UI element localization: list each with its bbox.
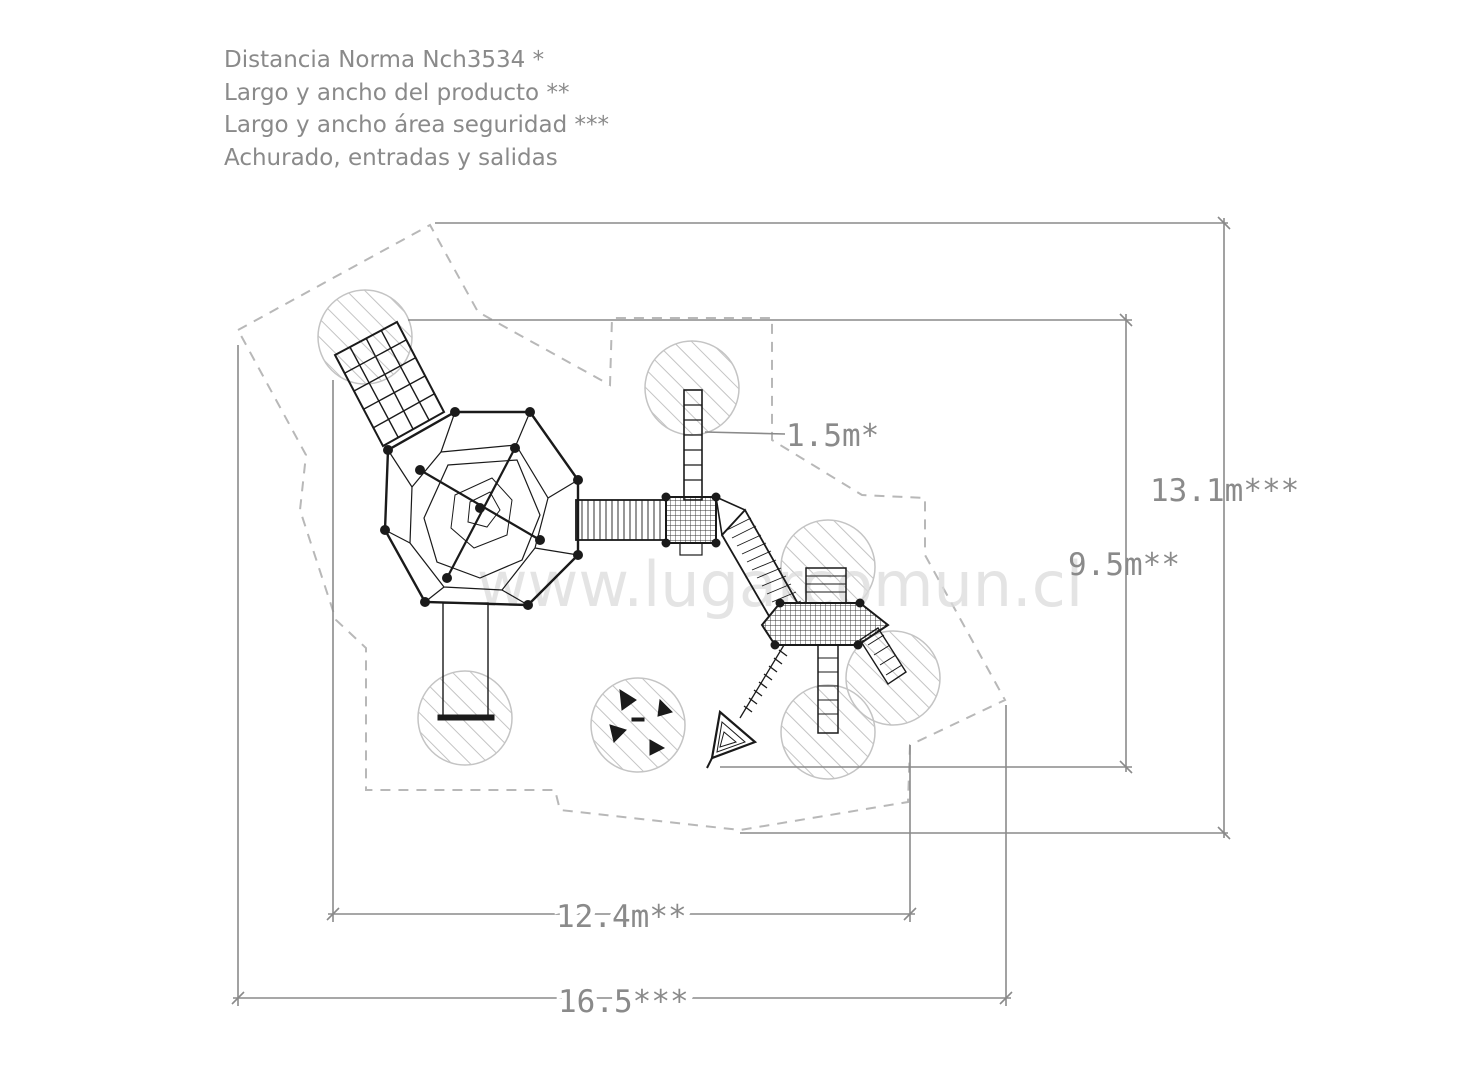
hatch-zone xyxy=(644,340,740,436)
net-ladder xyxy=(333,320,446,448)
safety-height-label: 13.1m*** xyxy=(1150,473,1299,509)
legend-product-size: Largo y ancho del producto ** xyxy=(224,79,570,106)
climbing-dome xyxy=(380,407,583,610)
hatched-zones xyxy=(317,289,941,780)
legend-norm-distance: Distancia Norma Nch3534 * xyxy=(224,47,545,73)
bridge-upper xyxy=(575,499,669,541)
hatch-zone xyxy=(317,289,413,385)
legend: Distancia Norma Nch3534 * Largo y ancho … xyxy=(224,44,609,174)
lower-platform xyxy=(760,567,907,734)
legend-safety-area: Largo y ancho área seguridad *** xyxy=(224,112,610,138)
safety-area-outline xyxy=(236,223,1007,832)
dimension-lines xyxy=(231,216,1231,1006)
product-width-label: 12.4m** xyxy=(556,899,687,935)
product-height-label: 9.5m** xyxy=(1068,547,1180,583)
norm-distance-label: 1.5m* xyxy=(786,418,879,454)
hatch-zone xyxy=(780,684,876,780)
stepping-stones xyxy=(609,689,673,756)
legend-hatching: Achurado, entradas y salidas xyxy=(224,144,558,171)
slide-lower-left xyxy=(437,602,495,721)
safety-width-label: 16.5*** xyxy=(558,984,689,1020)
hatch-zone xyxy=(590,677,686,773)
center-platform xyxy=(661,389,721,556)
triangle-net xyxy=(706,709,758,769)
rope-ladder xyxy=(739,644,788,719)
